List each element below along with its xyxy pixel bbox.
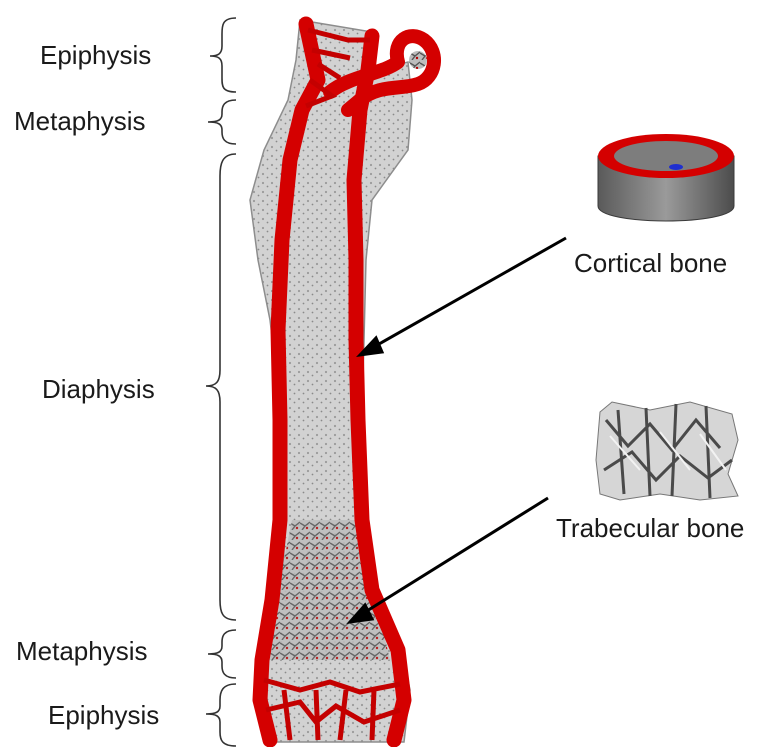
arrow-trabecular	[362, 498, 548, 614]
cortical-ring-inner	[614, 141, 718, 171]
label-metaphysis-top: Metaphysis	[14, 106, 146, 137]
femoral-head-core	[409, 51, 427, 69]
brace-metaphysis-top	[208, 100, 236, 144]
femur-illustration	[250, 20, 434, 742]
callout-arrows	[350, 238, 566, 622]
brace-epiphysis-bottom	[206, 684, 236, 746]
cortical-bone-inset	[598, 134, 734, 221]
label-diaphysis: Diaphysis	[42, 374, 155, 405]
label-cortical-bone: Cortical bone	[574, 248, 727, 279]
label-epiphysis-top: Epiphysis	[40, 40, 151, 71]
brace-metaphysis-bottom	[208, 630, 236, 678]
marrow-dot	[669, 164, 683, 170]
arrow-cortical	[372, 238, 566, 348]
label-metaphysis-bottom: Metaphysis	[16, 636, 148, 667]
label-trabecular-bone: Trabecular bone	[556, 513, 744, 544]
trabecular-bone-inset	[596, 402, 738, 500]
brace-diaphysis	[206, 154, 236, 620]
brace-epiphysis-top	[210, 18, 236, 92]
region-braces	[206, 18, 236, 746]
label-epiphysis-bottom: Epiphysis	[48, 700, 159, 731]
